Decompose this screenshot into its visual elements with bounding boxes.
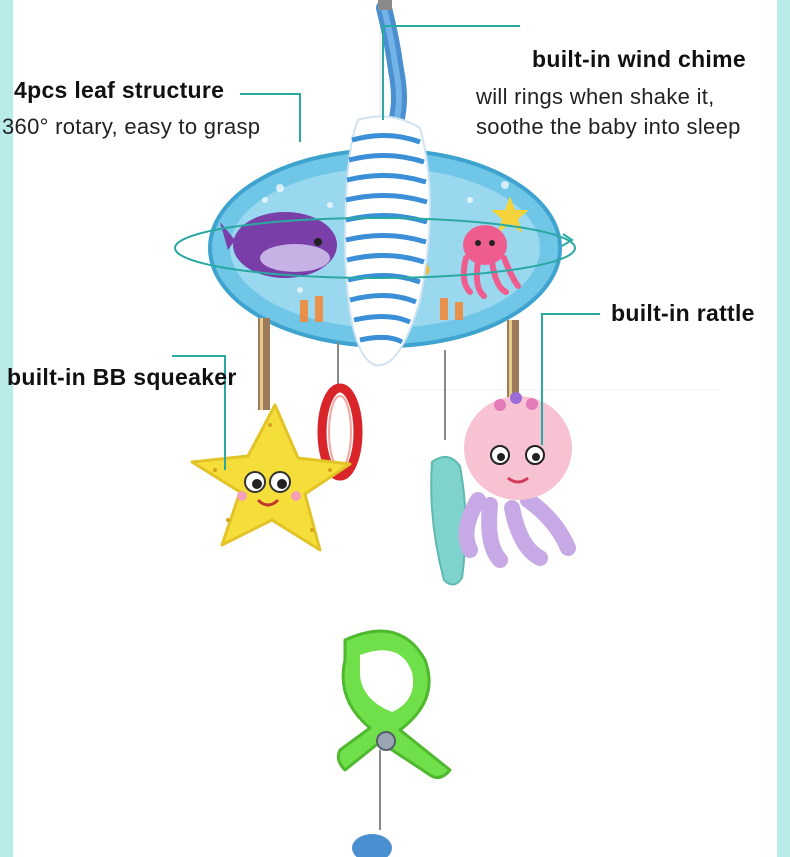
wind-chime-desc-line1: will rings when shake it, [476,84,715,109]
rotation-ring [174,217,576,279]
left-border [0,0,13,857]
yellow-starfish [190,403,352,552]
teether [430,455,467,586]
ribbons [258,318,519,440]
striped-leaf [343,115,431,367]
leader-lines [172,25,600,470]
leaf-structure-desc: 360° rotary, easy to grasp [2,114,261,139]
hanging-strap [376,0,407,130]
wind-chime-title: built-in wind chime [532,46,746,72]
wind-chime-desc-line2: soothe the baby into sleep [476,114,741,139]
pink-octopus [458,392,576,568]
background-shadows [379,30,720,391]
right-border [777,0,790,857]
leaf-structure-title: 4pcs leaf structure [14,77,225,103]
rattle-title: built-in rattle [611,300,755,326]
octopus-graphic [460,225,521,299]
squeaker-title: built-in BB squeaker [7,364,237,390]
green-clip [336,629,452,857]
small-star-graphic [491,196,529,233]
